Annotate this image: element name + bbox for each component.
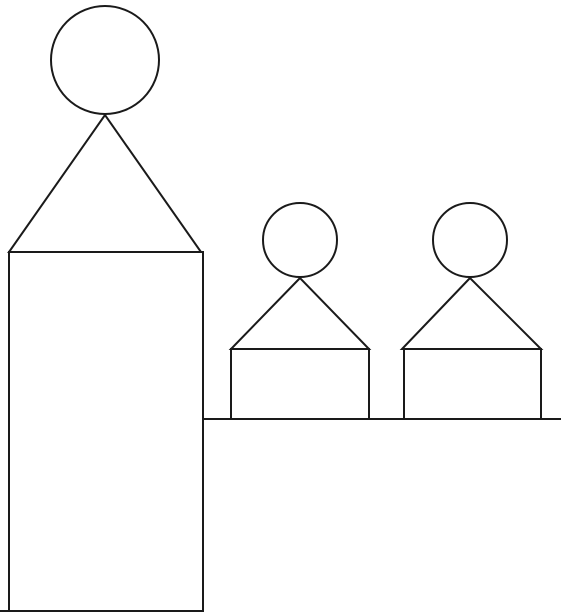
small-figure-left-head — [262, 202, 338, 278]
large-figure-roof — [7, 113, 203, 253]
small-figure-right-head — [432, 202, 508, 278]
platform — [202, 418, 561, 611]
small-figure-left — [228, 202, 372, 420]
large-figure — [7, 5, 204, 612]
small-figure-right-body — [403, 348, 542, 420]
small-figure-right-roof — [399, 276, 544, 350]
large-figure-body — [8, 251, 204, 612]
small-figure-left-body — [230, 348, 370, 420]
small-figure-left-roof — [228, 276, 372, 350]
large-figure-head — [50, 5, 160, 115]
platform-outline — [202, 418, 561, 611]
small-figure-right — [399, 202, 544, 420]
